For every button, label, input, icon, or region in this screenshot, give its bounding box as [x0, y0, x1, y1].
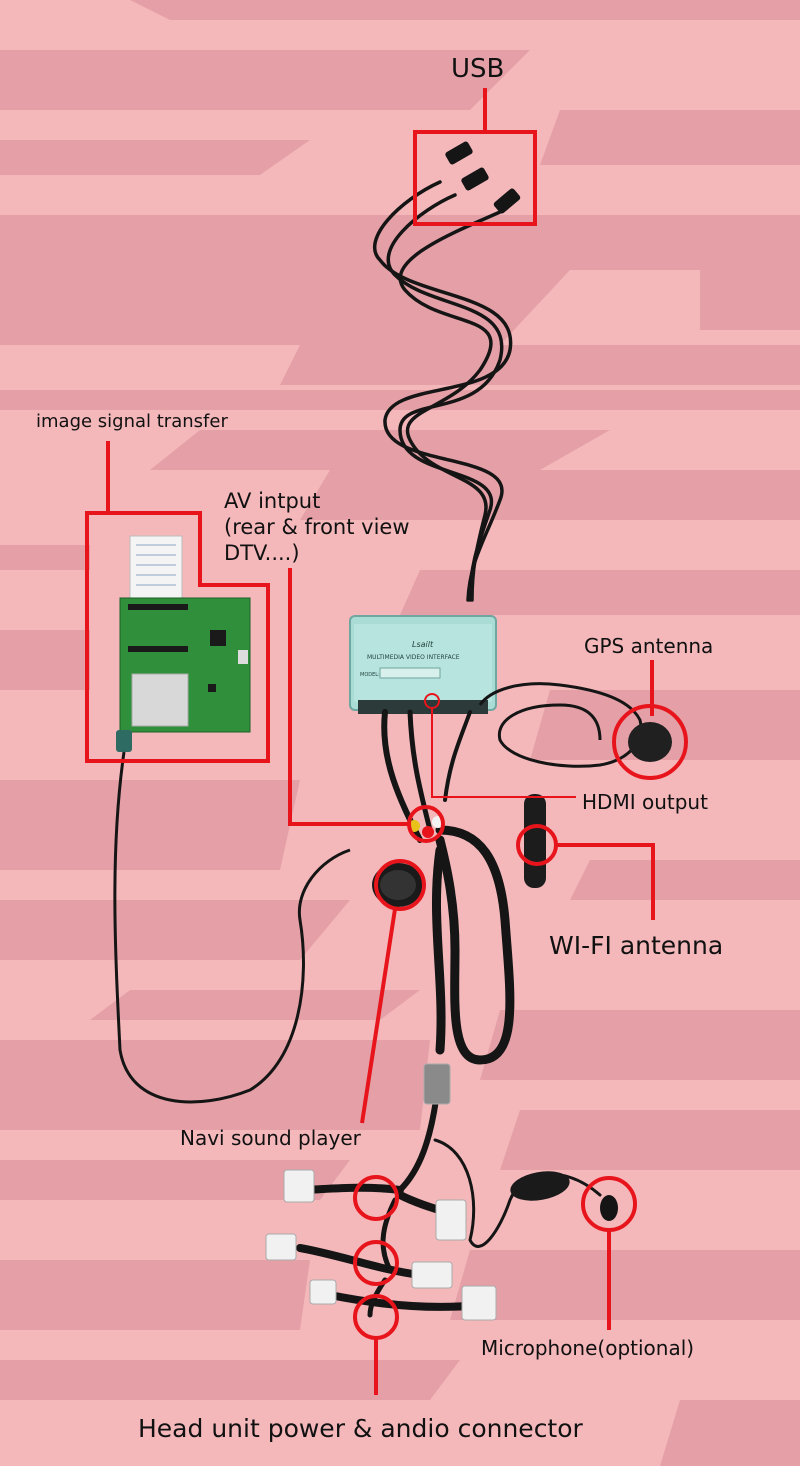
- wifi-antenna-label: WI-FI antenna: [549, 931, 724, 960]
- interface-title: MULTIMEDIA VIDEO INTERFACE: [367, 654, 460, 661]
- image-signal-box: [85, 511, 270, 763]
- gps-antenna: [628, 722, 672, 762]
- power-connectors: [265, 1063, 497, 1321]
- interface-model: MODEL:: [360, 672, 380, 678]
- av-input-line-3: DTV....): [224, 541, 300, 565]
- usb-cables: [372, 180, 513, 602]
- interface-box: [349, 615, 497, 714]
- av-input-line-1: AV intput: [224, 489, 321, 513]
- av-input-label: AV intput (rear & front view DTV....): [224, 488, 410, 566]
- usb-plugs: [445, 141, 521, 214]
- annotations: [85, 88, 688, 1395]
- navi-circle: [374, 859, 426, 911]
- connector-circle-2: [353, 1240, 399, 1286]
- microphone: [510, 1171, 618, 1221]
- navi-sound-label: Navi sound player: [180, 1126, 361, 1150]
- hdmi-output-label: HDMI output: [582, 790, 708, 814]
- wifi-leader: [556, 843, 655, 920]
- gps-circle: [612, 704, 688, 780]
- usb-box: [413, 130, 537, 226]
- microphone-label: Microphone(optional): [481, 1336, 695, 1360]
- usb-label: USB: [451, 54, 505, 84]
- av-leader: [288, 568, 408, 826]
- image-signal-label: image signal transfer: [36, 411, 228, 432]
- av-input-line-2: (rear & front view: [224, 515, 410, 539]
- interface-brand: Lsailt: [412, 640, 434, 649]
- navi-leader: [360, 908, 397, 1124]
- image-signal-board: [116, 535, 251, 752]
- connector-circle-1: [353, 1175, 399, 1221]
- wifi-antenna: [524, 794, 546, 888]
- head-unit-label: Head unit power & andio connector: [138, 1414, 583, 1443]
- hdmi-leader: [431, 708, 576, 798]
- image-signal-cable: [113, 751, 351, 1104]
- av-circle: [407, 805, 445, 843]
- gps-antenna-label: GPS antenna: [584, 634, 714, 658]
- navi-speaker: [372, 863, 424, 907]
